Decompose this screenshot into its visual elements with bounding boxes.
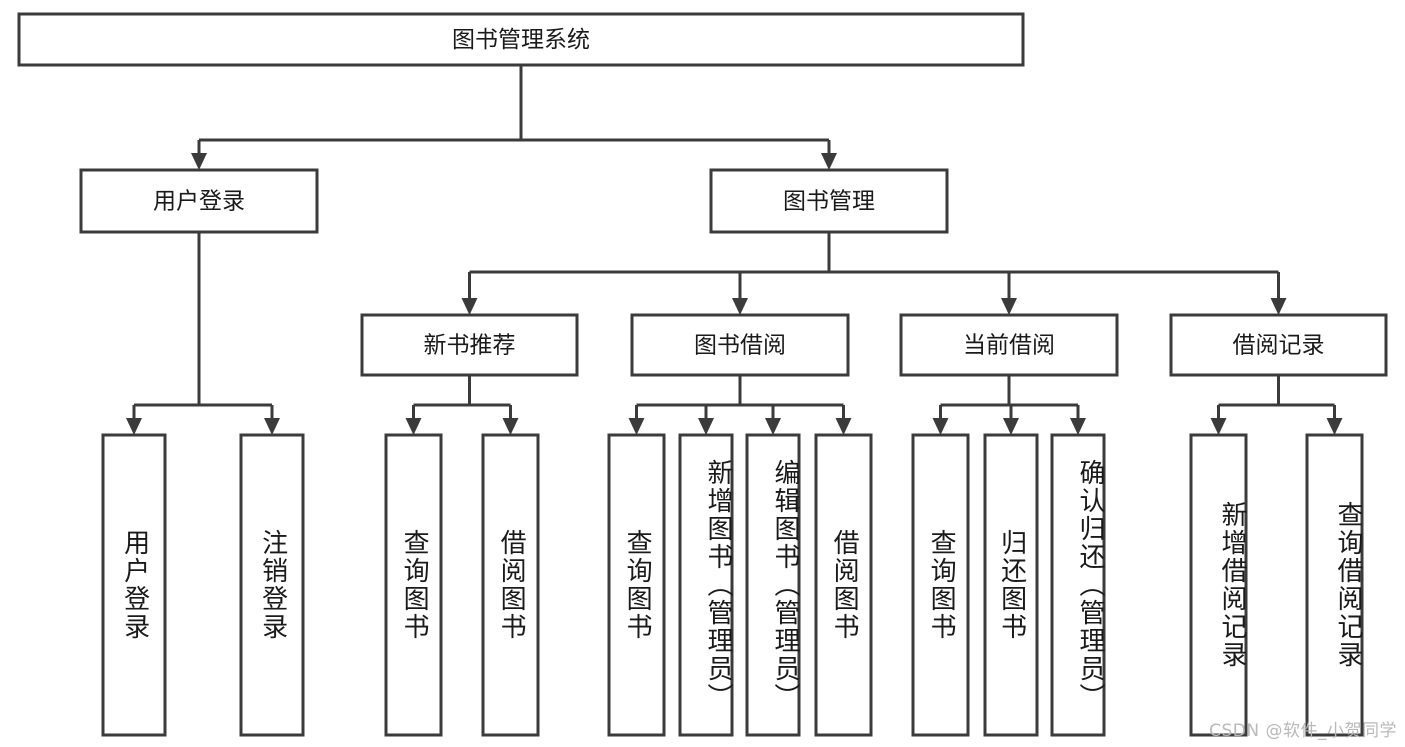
arrow-head-icon	[1070, 418, 1086, 435]
node-leaf-query-book-3[interactable]	[911, 433, 970, 737]
node-label: 图书借阅	[694, 333, 786, 359]
arrow-head-icon	[1210, 418, 1227, 435]
connector-layer	[126, 65, 1343, 435]
node-new-book-recommend[interactable]: 新书推荐	[360, 313, 579, 377]
node-box[interactable]	[360, 313, 579, 377]
node-label-vertical: 归还图书	[996, 529, 1027, 641]
node-box[interactable]	[899, 313, 1119, 377]
arrow-head-icon	[405, 418, 422, 435]
node-leaf-logout[interactable]	[239, 433, 305, 737]
node-box[interactable]	[709, 168, 949, 234]
node-leaf-query-book-1[interactable]	[384, 433, 443, 737]
node-box[interactable]	[384, 433, 443, 737]
node-box[interactable]	[814, 433, 873, 737]
node-box[interactable]	[481, 433, 540, 737]
node-label-vertical: 查询图书	[926, 529, 957, 641]
node-box[interactable]	[607, 433, 666, 737]
node-book-borrow[interactable]: 图书借阅	[630, 313, 850, 377]
node-label-vertical: 查询图书	[622, 529, 653, 641]
node-box[interactable]	[79, 168, 319, 234]
node-box[interactable]	[983, 433, 1039, 737]
node-leaf-query-book-2[interactable]	[607, 433, 666, 737]
arrow-head-icon	[628, 418, 645, 435]
node-leaf-query-record[interactable]	[1305, 433, 1364, 737]
node-label: 借阅记录	[1233, 333, 1325, 359]
node-user-login[interactable]: 用户登录	[79, 168, 319, 234]
node-box[interactable]	[17, 12, 1025, 67]
node-box[interactable]	[630, 313, 850, 377]
arrow-head-icon	[835, 418, 852, 435]
node-label: 图书管理系统	[452, 27, 590, 53]
node-label-vertical: 借阅图书	[496, 529, 527, 641]
csdn-watermark: CSDN @软件_小贺同学	[1209, 721, 1397, 741]
node-box[interactable]	[1050, 433, 1106, 737]
node-box[interactable]	[745, 433, 801, 737]
node-label-vertical: 用户登录	[119, 529, 150, 641]
node-leaf-borrow-book-1[interactable]	[481, 433, 540, 737]
arrow-head-icon	[732, 298, 748, 315]
arrow-head-icon	[264, 418, 280, 435]
node-borrow-records[interactable]: 借阅记录	[1169, 313, 1388, 377]
arrow-head-icon	[698, 418, 714, 435]
node-leaf-return-book[interactable]	[983, 433, 1039, 737]
arrow-head-icon	[502, 418, 519, 435]
arrow-head-icon	[1326, 418, 1343, 435]
arrow-head-icon	[191, 153, 207, 170]
arrow-head-icon	[1003, 418, 1019, 435]
node-leaf-borrow-book-2[interactable]	[814, 433, 873, 737]
node-box[interactable]	[239, 433, 305, 737]
node-box[interactable]	[1169, 313, 1388, 377]
node-label-vertical: 查询借阅记录	[1333, 501, 1363, 669]
node-leaf-edit-book-admin[interactable]	[745, 433, 801, 737]
node-box[interactable]	[911, 433, 970, 737]
node-box[interactable]	[1305, 433, 1364, 737]
node-label-vertical: 编辑图书（管理员）	[770, 459, 800, 711]
node-leaf-add-book-admin[interactable]	[678, 433, 734, 737]
arrow-head-icon	[932, 418, 949, 435]
node-label: 图书管理	[783, 189, 875, 215]
node-label-vertical: 新增图书（管理员）	[703, 459, 733, 711]
node-label: 当前借阅	[963, 333, 1055, 359]
node-label-vertical: 查询图书	[399, 529, 430, 641]
node-root[interactable]: 图书管理系统	[17, 12, 1025, 67]
node-label-vertical: 注销登录	[257, 529, 288, 641]
arrow-head-icon	[126, 418, 142, 435]
node-label: 用户登录	[153, 189, 245, 215]
arrow-head-icon	[765, 418, 781, 435]
node-current-borrow[interactable]: 当前借阅	[899, 313, 1119, 377]
arrow-head-icon	[821, 153, 837, 170]
node-leaf-add-record[interactable]	[1189, 433, 1248, 737]
node-book-manage[interactable]: 图书管理	[709, 168, 949, 234]
node-label: 新书推荐	[424, 333, 516, 359]
node-label-vertical: 借阅图书	[829, 529, 860, 641]
node-box[interactable]	[101, 433, 167, 737]
arrow-head-icon	[461, 298, 478, 315]
node-box[interactable]	[678, 433, 734, 737]
node-label-vertical: 确认归还（管理员）	[1075, 459, 1105, 711]
node-leaf-user-login[interactable]	[101, 433, 167, 737]
node-label-vertical: 新增借阅记录	[1217, 501, 1247, 669]
node-leaf-confirm-return[interactable]	[1050, 433, 1106, 737]
node-box[interactable]	[1189, 433, 1248, 737]
arrow-head-icon	[1270, 298, 1287, 315]
arrow-head-icon	[1001, 298, 1017, 315]
